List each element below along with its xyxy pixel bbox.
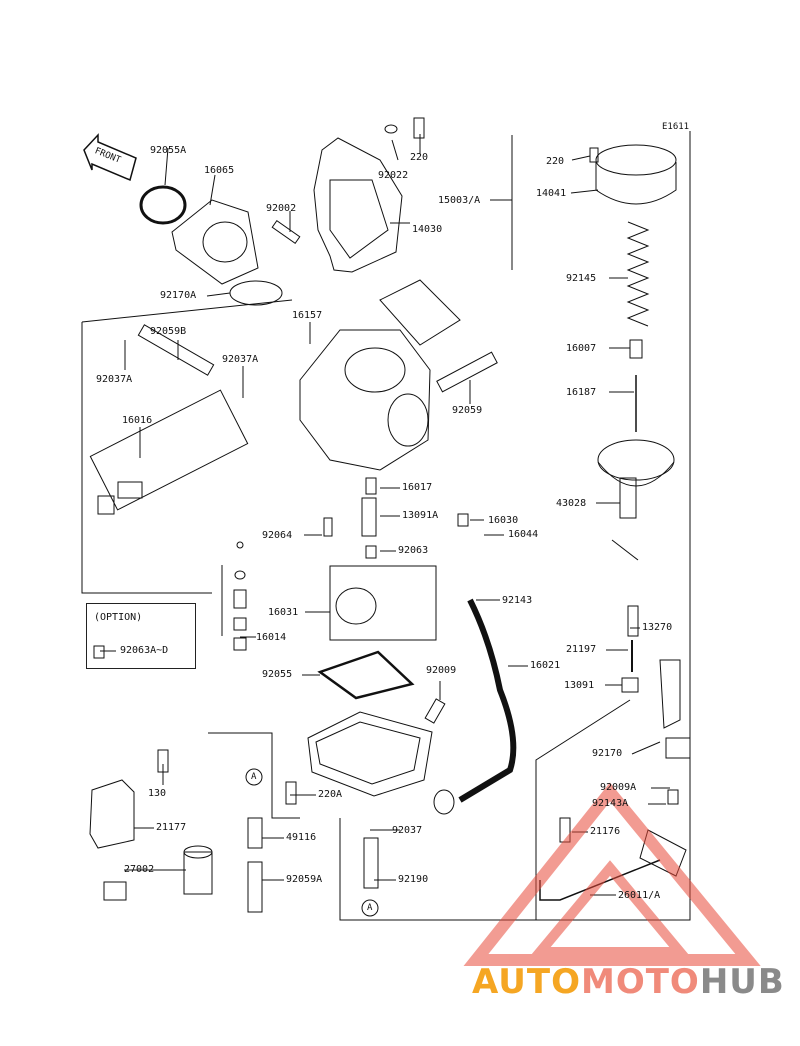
part-label: 130 [148, 788, 167, 799]
part-label: 16187 [566, 387, 597, 398]
part-label: 92170A [160, 290, 197, 301]
part-label: 16030 [488, 515, 519, 526]
part-label: 220 [546, 156, 565, 167]
part-label: 92143 [502, 595, 533, 606]
part-label: 92064 [262, 530, 293, 541]
part-label: 14041 [536, 188, 567, 199]
part-label: 13091A [402, 510, 439, 521]
part-label: 14030 [412, 224, 443, 235]
callout-a-top: A [251, 772, 257, 782]
part-label: 92143A [592, 798, 629, 809]
part-label: 92037A [222, 354, 259, 365]
part-label: 92009 [426, 665, 457, 676]
part-label: 92190 [398, 874, 429, 885]
part-label: 16031 [268, 607, 299, 618]
part-label: 16007 [566, 343, 597, 354]
part-label: 92063 [398, 545, 429, 556]
watermark-auto: AUTO [472, 962, 581, 1002]
part-label: 92055 [262, 669, 293, 680]
part-label: 92170 [592, 748, 623, 759]
part-label: 92037A [96, 374, 133, 385]
part-label: 13091 [564, 680, 595, 691]
part-label: 92022 [378, 170, 409, 181]
part-label: 220 [410, 152, 429, 163]
part-label: 92063A~D [120, 645, 169, 656]
part-label: 16014 [256, 632, 287, 643]
part-label: 15003/A [438, 195, 481, 206]
part-label: 16065 [204, 165, 235, 176]
part-label: 220A [318, 789, 343, 800]
watermark-triangle-icon [463, 782, 761, 966]
part-label: 16157 [292, 310, 323, 321]
part-label: 92059 [452, 405, 483, 416]
part-label: 16021 [530, 660, 561, 671]
watermark-hub: HUB [699, 962, 785, 1002]
part-label: 16017 [402, 482, 433, 493]
part-label: 16044 [508, 529, 539, 540]
watermark-brand: AUTOMOTOHUB [472, 962, 785, 1002]
part-label: 92145 [566, 273, 597, 284]
option-title: (OPTION) [94, 612, 143, 623]
option-box [86, 603, 196, 669]
part-label: 92009A [600, 782, 637, 793]
diagram-code: E1611 [662, 122, 690, 132]
part-label: 21197 [566, 644, 597, 655]
part-label: 21176 [590, 826, 621, 837]
part-label: 13270 [642, 622, 673, 633]
part-label: 92037 [392, 825, 423, 836]
part-label: 92002 [266, 203, 297, 214]
part-label: 43028 [556, 498, 587, 509]
part-label: 92055A [150, 145, 187, 156]
part-label: 26011/A [618, 890, 661, 901]
part-label: 49116 [286, 832, 317, 843]
callout-a-bottom: A [367, 903, 373, 913]
part-label: 16016 [122, 415, 153, 426]
part-label: 92059B [150, 326, 187, 337]
part-label: 92059A [286, 874, 323, 885]
part-label: 21177 [156, 822, 187, 833]
watermark-moto: MOTO [580, 962, 700, 1002]
part-label: 27002 [124, 864, 155, 875]
